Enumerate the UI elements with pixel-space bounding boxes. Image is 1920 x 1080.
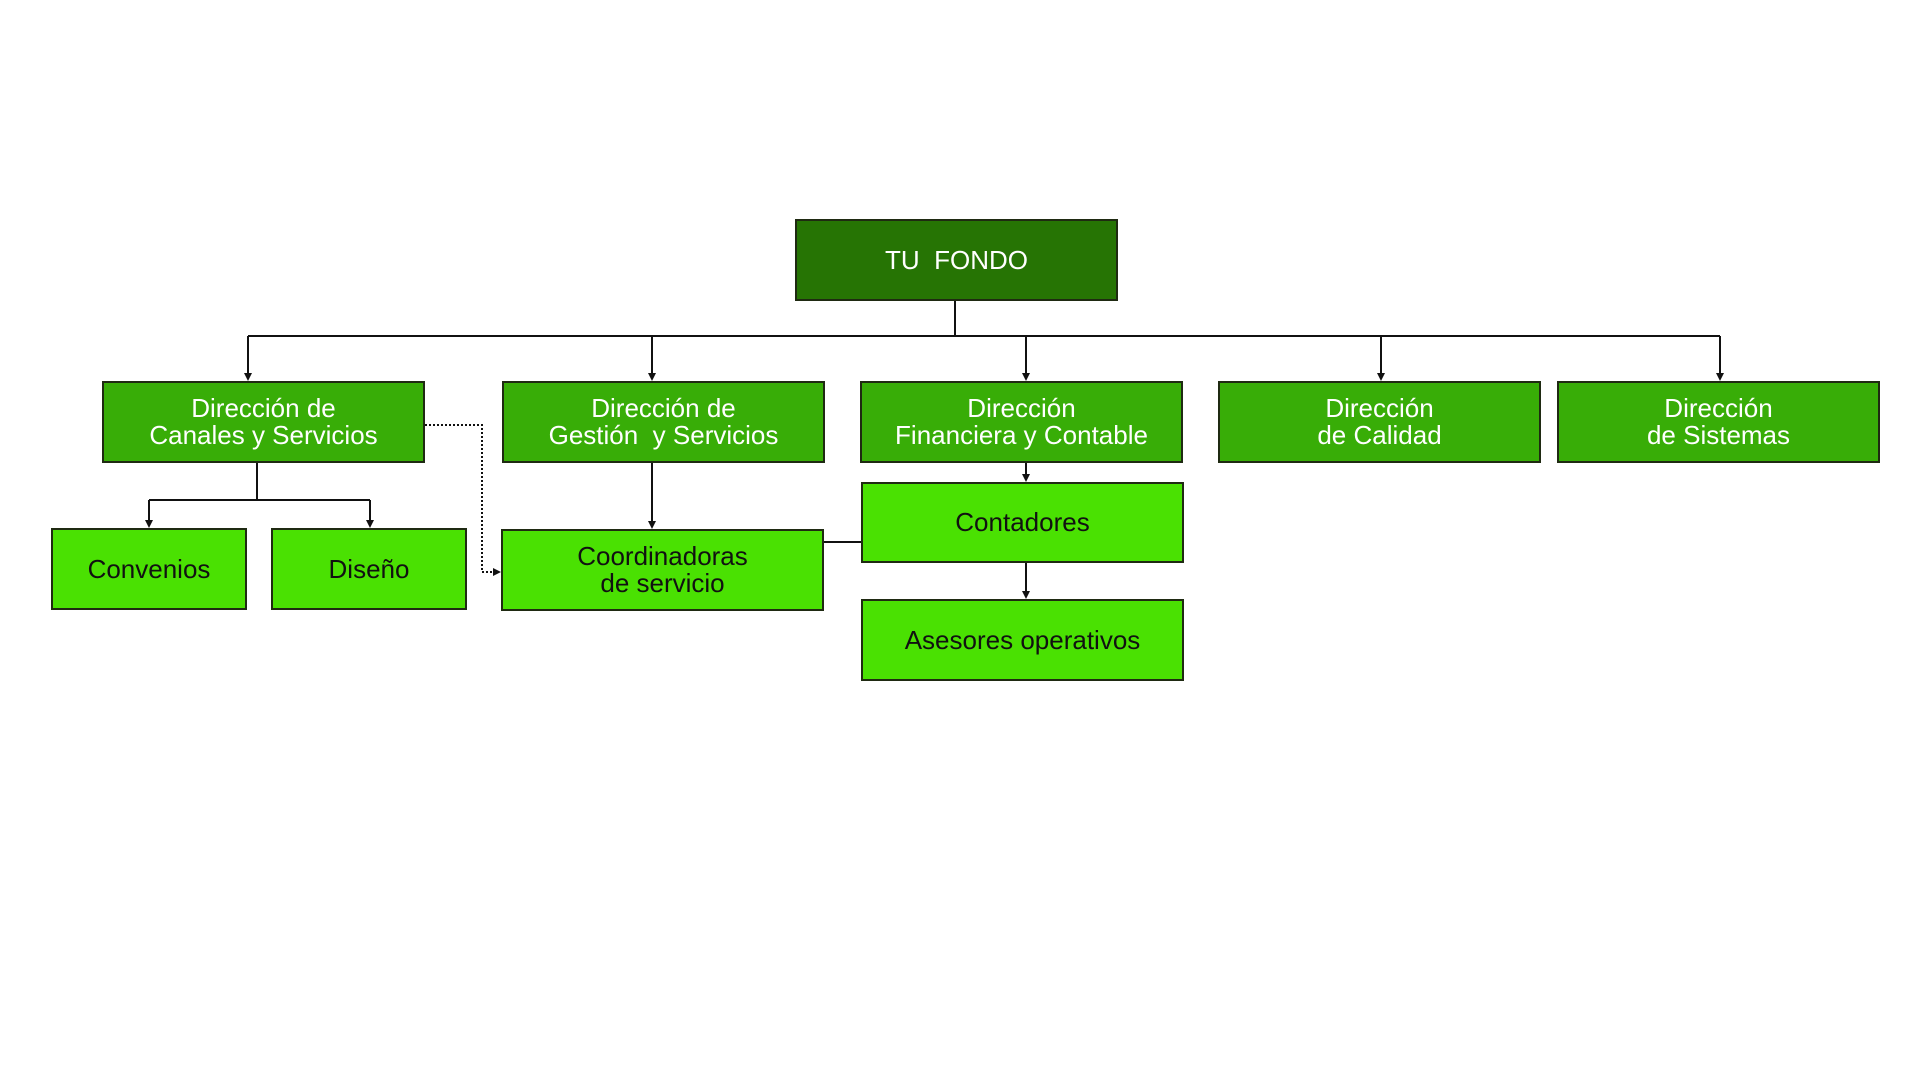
node-label-line: Gestión y Servicios (548, 420, 779, 450)
node-label: Asesores operativos (904, 624, 1141, 655)
node-label: TU FONDO (885, 244, 1028, 275)
node-label-line: de Calidad (1317, 420, 1442, 450)
node-label-line: Convenios (87, 553, 211, 584)
node-label-line: de Sistemas (1646, 420, 1791, 450)
node-label: Diseño (328, 553, 410, 584)
node-label-line: Diseño (328, 553, 410, 584)
node-label-line: Asesores operativos (904, 624, 1141, 655)
node-label-line: Dirección (1325, 393, 1434, 423)
node-label-line: TU FONDO (885, 244, 1028, 275)
node-label: Contadores (955, 509, 1089, 536)
node-label-line: Dirección de (191, 393, 336, 423)
edge-canales-coordinadoras-dotted (425, 424, 501, 576)
node-label-line: Contadores (955, 507, 1090, 537)
node-label-line: Coordinadoras (577, 541, 748, 571)
node-label-line: Dirección de (591, 393, 736, 423)
node-label-line: Dirección (1664, 393, 1773, 423)
node-label-line: Financiera y Contable (895, 420, 1148, 450)
node-diseno: Diseño (271, 528, 467, 610)
node-label-line: de servicio (600, 568, 725, 598)
node-label: Convenios (87, 553, 211, 584)
node-label-line: Dirección (967, 393, 1076, 423)
node-asesores-operativos: Asesores operativos (861, 599, 1184, 681)
node-convenios: Convenios (51, 528, 247, 610)
node-contadores: Contadores (861, 482, 1184, 563)
node-tu-fondo: TU FONDO (795, 219, 1118, 301)
node-label-line: Canales y Servicios (149, 420, 378, 450)
